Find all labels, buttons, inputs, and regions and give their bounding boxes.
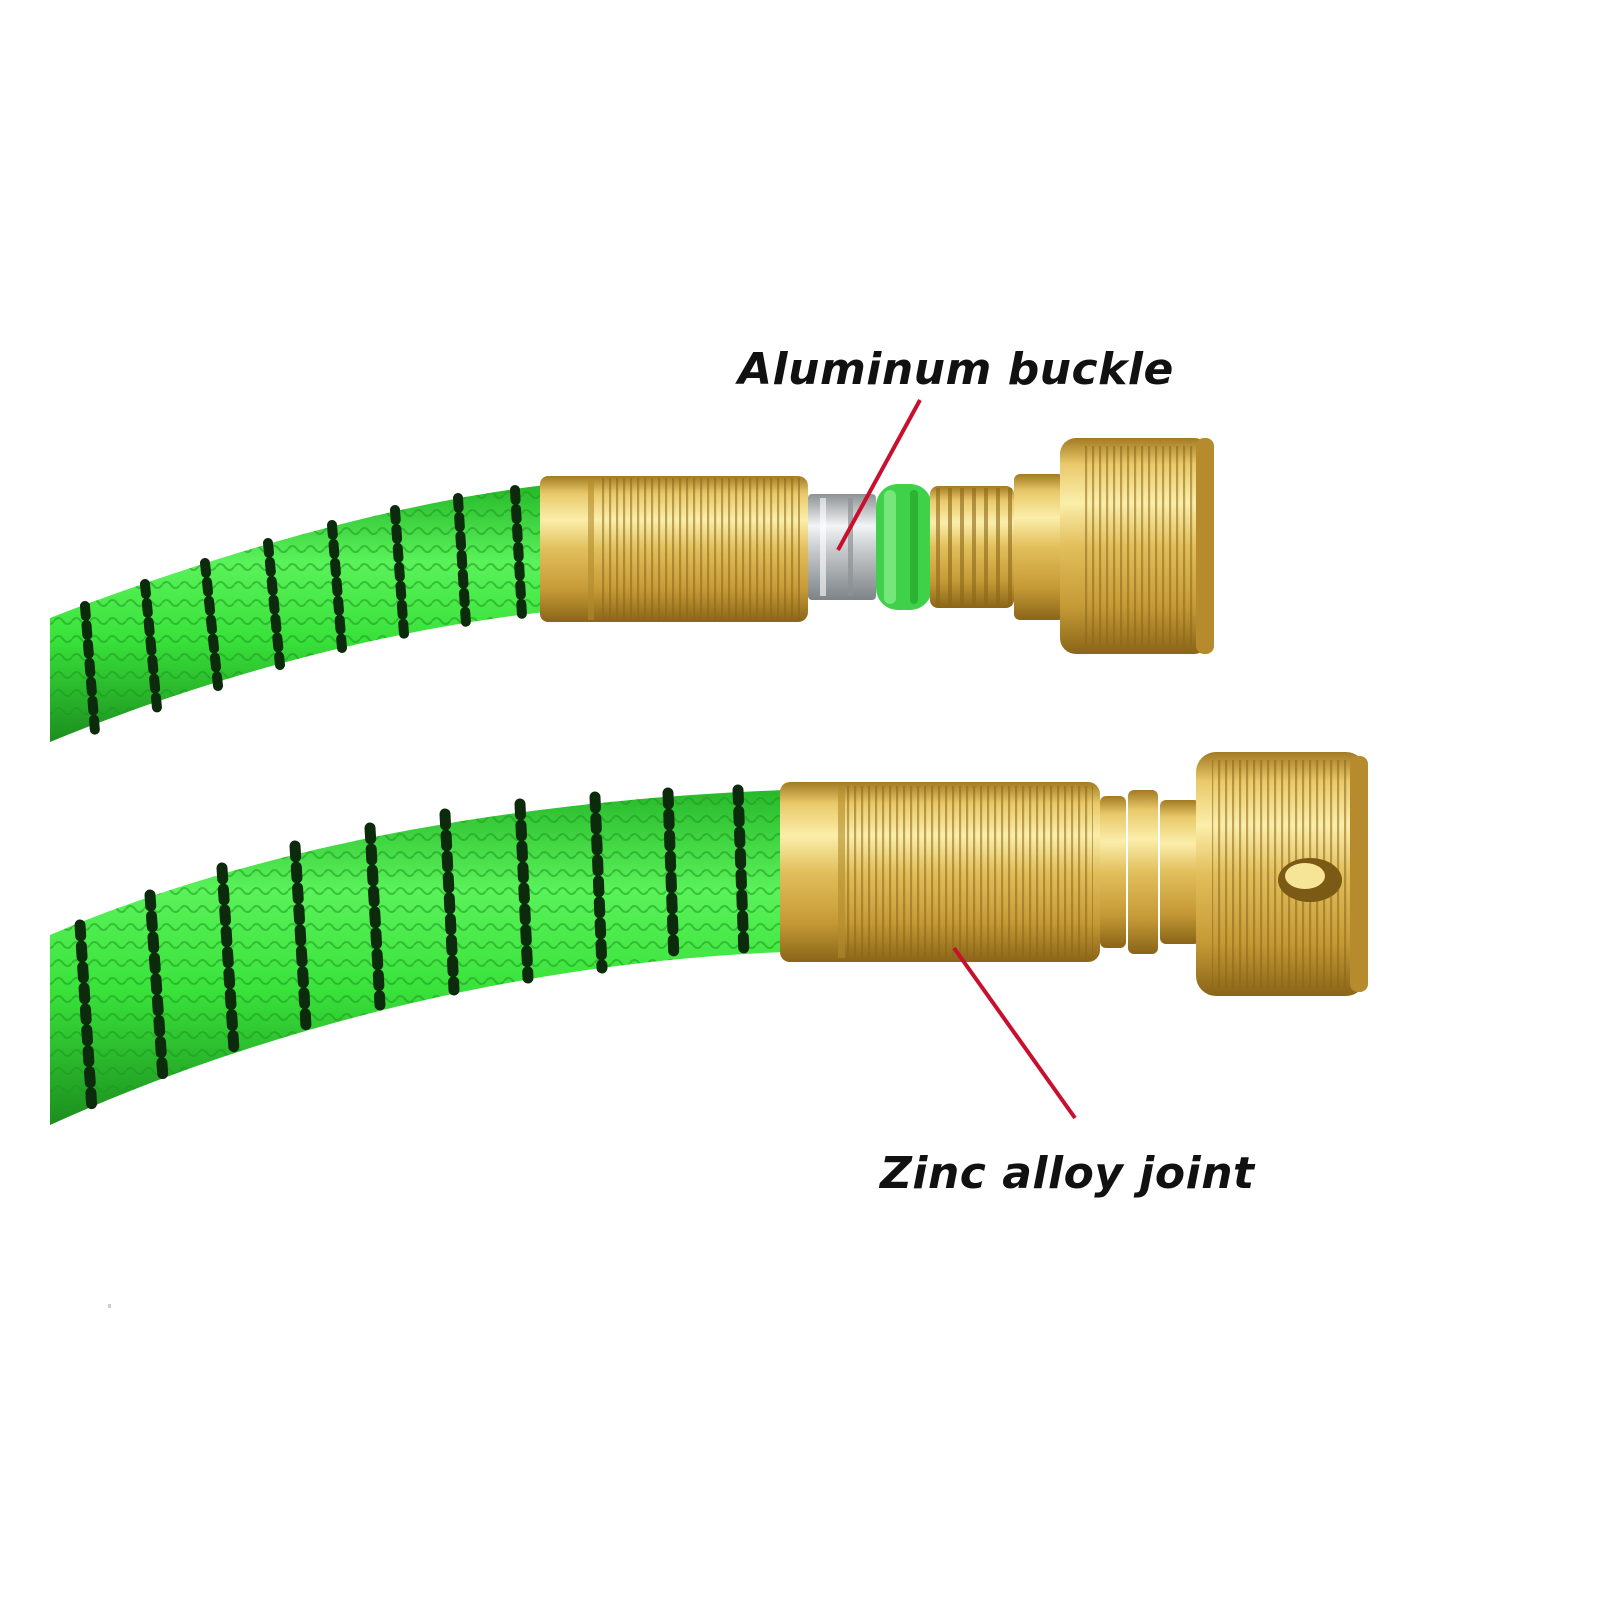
upper-threaded-nipple (930, 474, 1064, 620)
upper-coupling-nut (1060, 438, 1214, 654)
speck (108, 1304, 111, 1308)
aluminum-buckle-label: Aluminum buckle (738, 344, 1174, 395)
upper-hose (50, 438, 1214, 742)
lower-hose-stripes (74, 784, 750, 1116)
lower-hose (50, 752, 1368, 1125)
lower-quick-connector (1196, 752, 1368, 996)
upper-hose-stripes (80, 485, 527, 737)
aluminum-buckle-ring (808, 494, 876, 600)
upper-brass-sleeve (540, 476, 808, 622)
zinc-alloy-joint (780, 782, 1100, 962)
aluminum-buckle-pointer (836, 399, 922, 551)
zinc-alloy-joint-label: Zinc alloy joint (880, 1148, 1255, 1199)
lower-collar-rings (1100, 790, 1200, 954)
zinc-joint-pointer (952, 946, 1077, 1120)
green-seal-ring (876, 484, 932, 610)
